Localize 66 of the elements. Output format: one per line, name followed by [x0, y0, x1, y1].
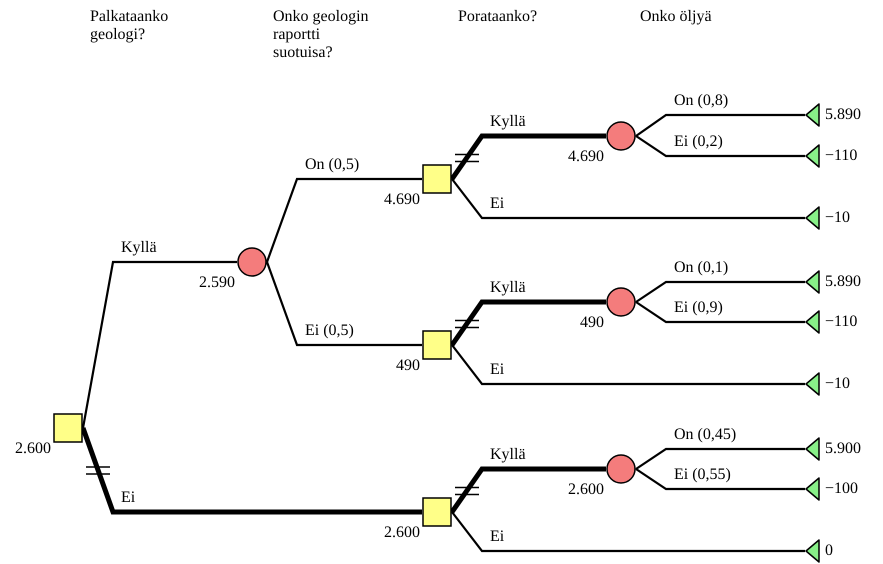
decision-square	[422, 164, 452, 194]
expected-value: 2.600	[15, 440, 51, 458]
payoff-value: 0	[825, 542, 833, 560]
branch-line	[451, 178, 805, 220]
decision-square	[422, 497, 452, 527]
end-triangle	[805, 310, 820, 334]
chance-circle	[606, 287, 636, 317]
end-triangle	[805, 372, 820, 396]
edge-label: Ei (0,2)	[672, 134, 725, 150]
branch-line	[635, 280, 805, 303]
column-heading: Onko geologin raportti suotuisa?	[273, 8, 370, 62]
branch-line	[635, 114, 805, 137]
payoff-value: −100	[825, 480, 858, 498]
expected-value: 4.690	[568, 148, 604, 166]
thick-branch-line	[450, 134, 606, 180]
expected-value: 4.690	[384, 191, 420, 209]
edge-label: Kyllä	[488, 114, 528, 130]
edge-label: Ei (0,9)	[672, 300, 725, 316]
payoff-value: −110	[825, 147, 858, 165]
payoff-value: 5.890	[825, 273, 861, 291]
thick-branch-line	[450, 300, 606, 346]
branch-line	[266, 262, 422, 346]
expected-value: 2.600	[568, 481, 604, 499]
payoff-value: −10	[825, 375, 850, 393]
edge-label: On (0,8)	[672, 93, 730, 109]
payoff-value: 5.890	[825, 106, 861, 124]
end-triangle	[805, 206, 820, 230]
edge-label: Kyllä	[119, 240, 159, 256]
expected-value: 2.600	[384, 524, 420, 542]
branch-line	[82, 260, 237, 428]
edge-label: Ei (0,55)	[672, 467, 733, 483]
end-triangle	[805, 477, 820, 501]
branch-line	[266, 178, 422, 262]
expected-value: 490	[580, 314, 604, 332]
edge-label: On (0,5)	[303, 157, 362, 173]
chance-circle	[237, 247, 267, 277]
branch-line	[635, 135, 805, 158]
branch-line	[635, 301, 805, 324]
payoff-value: −110	[825, 313, 858, 331]
branch-line	[451, 344, 805, 386]
expected-value: 2.590	[199, 274, 235, 292]
edge-label: On (0,45)	[672, 427, 738, 443]
thick-branch-line	[450, 466, 606, 514]
end-triangle	[805, 270, 820, 294]
decision-square	[53, 413, 83, 443]
edge-label: Kyllä	[488, 447, 528, 463]
end-triangle	[805, 539, 820, 563]
end-triangle	[805, 437, 820, 461]
edge-label: On (0,1)	[672, 260, 730, 276]
chance-circle	[606, 454, 636, 484]
payoff-value: 5.900	[825, 440, 861, 458]
column-heading: Onko öljyä	[640, 8, 713, 26]
payoff-value: −10	[825, 209, 850, 227]
column-heading: Porataanko?	[458, 8, 538, 26]
end-triangle	[805, 144, 820, 168]
branch-line	[451, 511, 805, 552]
end-triangle	[805, 103, 820, 127]
chance-circle	[606, 121, 636, 151]
edge-label: Ei (0,5)	[303, 323, 356, 339]
thick-branch-line	[80, 427, 422, 514]
expected-value: 490	[396, 357, 420, 375]
edge-label: Kyllä	[488, 280, 528, 296]
branch-line	[635, 468, 805, 490]
branch-line	[635, 448, 805, 470]
decision-square	[422, 330, 452, 360]
column-heading: Palkataanko geologi?	[90, 8, 170, 44]
